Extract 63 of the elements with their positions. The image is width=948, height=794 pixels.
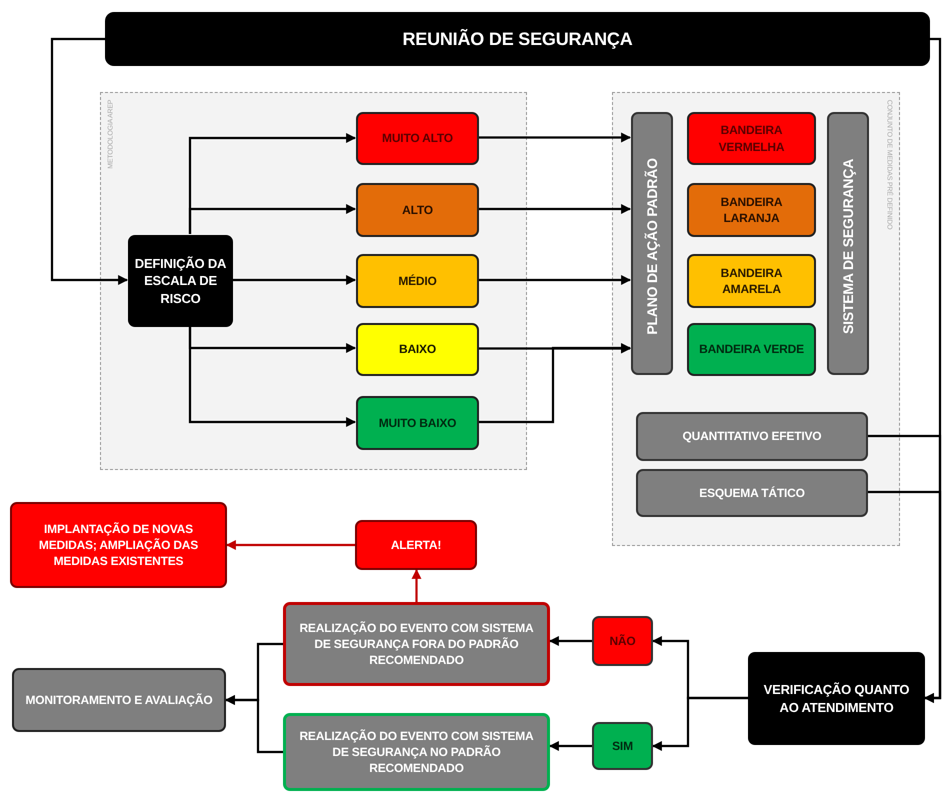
arrow [188, 326, 356, 427]
arrow [50, 38, 128, 285]
arrow [412, 569, 422, 602]
dashed-group [100, 92, 527, 470]
arrow [225, 695, 283, 754]
arrow [549, 741, 592, 751]
process-box [128, 235, 233, 327]
process-box [687, 323, 816, 376]
arrow [188, 204, 356, 234]
vertical-bar [631, 112, 673, 375]
process-box [283, 713, 550, 791]
process-box [636, 412, 868, 461]
box-label: QUANTITATIVO EFETIVO [682, 428, 822, 445]
box-label: BANDEIRA AMARELA [720, 264, 784, 298]
process-box [356, 323, 479, 376]
box-label: SIM [612, 738, 633, 754]
box-label: MONITORAMENTO E AVALIAÇÃO [25, 692, 212, 708]
arrow [867, 490, 942, 703]
process-box [687, 183, 816, 237]
box-label: MUITO BAIXO [378, 414, 456, 432]
box-label: BANDEIRA LARANJA [720, 194, 784, 226]
box-label: MUITO ALTO [382, 130, 453, 147]
box-label: REALIZAÇÃO DO EVENTO COM SISTEMA DE SEGURANÇA NO PADRÃO RECOMENDADO [298, 728, 535, 776]
process-box [356, 183, 479, 237]
title-text: REUNIÃO DE SEGURANÇA [402, 28, 633, 51]
arrow [478, 132, 631, 142]
box-label: REALIZAÇÃO DO EVENTO COM SISTEMA DE SEGURANÇA FORA DO PADRÃO RECOMENDADO [298, 620, 535, 668]
box-label: ALERTA! [390, 536, 442, 554]
arrow [478, 204, 631, 214]
process-box [283, 602, 550, 686]
vertical-bar [827, 112, 869, 375]
process-box [687, 254, 816, 308]
arrow [478, 343, 631, 424]
process-box [355, 520, 477, 570]
arrow [232, 275, 356, 285]
box-label: VERIFICAÇÃO QUANTO AO ATENDIMENTO [762, 680, 910, 716]
process-box [687, 112, 816, 165]
process-box [10, 502, 227, 588]
box-label: BANDEIRA VERDE [699, 341, 804, 358]
arrow [478, 275, 631, 285]
process-box [356, 254, 479, 308]
box-label: ESQUEMA TÁTICO [699, 484, 805, 502]
title-bar [105, 12, 930, 66]
box-label: ALTO [402, 202, 433, 218]
process-box [356, 112, 479, 165]
arrow [652, 696, 748, 751]
box-label: MÉDIO [398, 272, 437, 290]
arrow [226, 540, 355, 550]
vertical-label: SISTEMA DE SEGURANÇA [838, 157, 857, 336]
process-box [12, 668, 226, 732]
dashed-group [612, 92, 900, 546]
process-box [636, 469, 868, 517]
box-label: BAIXO [398, 341, 436, 358]
process-box [592, 616, 653, 666]
arrow [549, 636, 592, 646]
box-label: DEFINIÇÃO DA ESCALA DE RISCO [134, 254, 227, 308]
box-label: BANDEIRA VERMELHA [718, 122, 786, 155]
box-label: IMPLANTAÇÃO DE NOVAS MEDIDAS; AMPLIAÇÃO DAS MEDIDAS EXISTENTES [38, 520, 200, 570]
process-box [592, 722, 653, 770]
process-box [356, 396, 479, 450]
box-label: NÃO [609, 632, 636, 650]
vertical-label: PLANO DE AÇÃO PADRÃO [642, 156, 661, 336]
process-box [748, 652, 925, 745]
